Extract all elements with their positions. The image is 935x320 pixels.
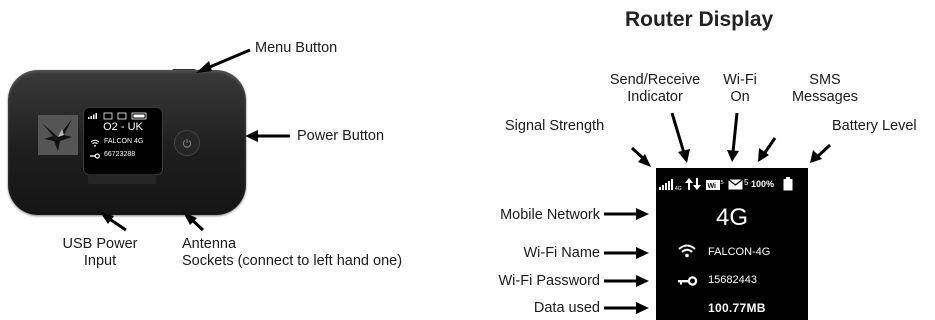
arrow-icon [758, 137, 777, 162]
wifi-icon [678, 244, 696, 258]
usb-power-label: USB Power Input [62, 236, 138, 269]
eagle-logo-icon [38, 115, 78, 155]
device-key-icon [90, 153, 100, 159]
arrow-icon [810, 143, 832, 163]
arrow-icon [604, 275, 649, 287]
envelope-icon [728, 179, 743, 190]
svg-text:4G: 4G [675, 186, 682, 192]
battery-icon [783, 177, 793, 191]
arrow-icon [670, 112, 690, 163]
sms-messages-label: SMS Messages [791, 72, 859, 105]
arrow-icon [183, 212, 205, 232]
mobile-network-label: Mobile Network [500, 207, 600, 223]
display-data-used: 100.77MB [708, 301, 766, 315]
signal-bars-icon: 4G [659, 179, 682, 192]
menu-button-label: Menu Button [255, 40, 338, 56]
diagram-title: Router Display [625, 8, 774, 31]
data-used-label: Data used [533, 300, 600, 316]
arrow-icon [196, 48, 251, 73]
arrow-icon [100, 212, 127, 232]
wifi-name-label: Wi-Fi Name [523, 245, 600, 261]
device-lower-panel [88, 174, 156, 184]
device-wifi-name-text: FALCON 4G [104, 138, 144, 145]
arrow-icon [245, 130, 290, 142]
battery-level-label: Battery Level [832, 118, 917, 134]
power-button [174, 130, 200, 156]
key-icon [678, 276, 698, 286]
device-status-icons [88, 112, 147, 120]
sms-count: 5 [744, 178, 749, 187]
router-display: 4G Wi 5 5 100% 4G FALCON-4G 15682443 100… [656, 168, 808, 320]
power-icon [182, 139, 192, 148]
device-screen: O2 - UK FALCON 4G 66723288 [83, 107, 163, 175]
battery-percent: 100% [751, 179, 775, 189]
device-network-text: O2 - UK [103, 121, 143, 133]
antenna-label: Antenna Sockets (connect to left hand on… [182, 236, 403, 269]
wifi-on-label: Wi-Fi On [723, 72, 757, 105]
svg-text:5: 5 [721, 180, 724, 186]
arrow-icon [604, 247, 649, 259]
router-device: O2 - UK FALCON 4G 66723288 [8, 70, 246, 215]
wifi-status-icon: Wi 5 [706, 180, 724, 190]
signal-strength-label: Signal Strength [505, 118, 605, 134]
wifi-password-label: Wi-Fi Password [498, 273, 600, 289]
network-type: 4G [715, 204, 748, 231]
send-receive-arrows-icon [685, 178, 701, 190]
send-receive-label: Send/Receive Indicator [609, 72, 701, 105]
device-password-text: 66723288 [104, 151, 136, 158]
display-wifi-name: FALCON-4G [708, 246, 771, 258]
arrow-icon [630, 146, 651, 167]
display-password: 15682443 [708, 274, 757, 286]
device-wifi-icon [90, 139, 100, 147]
svg-text:Wi: Wi [708, 183, 717, 190]
arrow-icon [604, 208, 649, 220]
power-button-label: Power Button [297, 128, 385, 144]
arrow-icon [604, 302, 649, 314]
arrow-icon [727, 112, 739, 162]
